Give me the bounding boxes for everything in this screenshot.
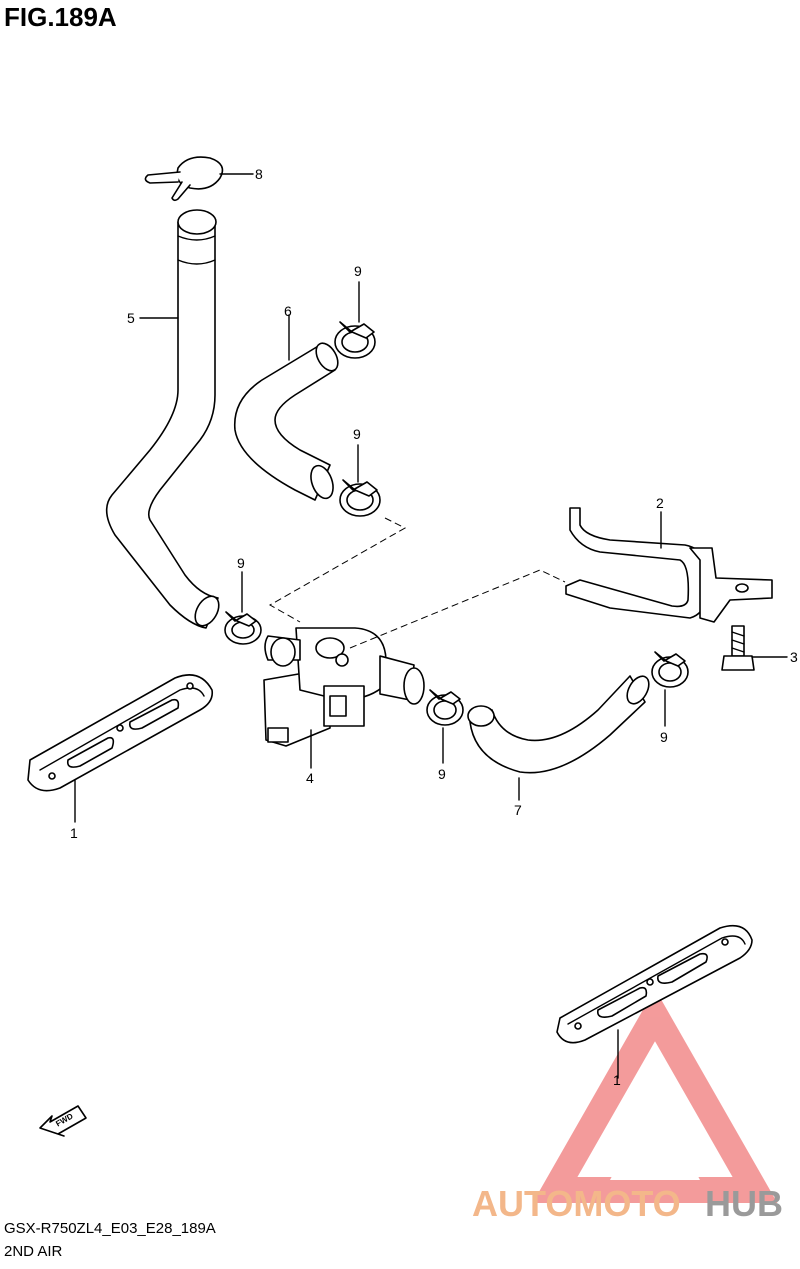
footer-section-name: 2ND AIR — [4, 1243, 63, 1260]
part-9-clamp-c — [224, 571, 262, 645]
part-9-clamp-e — [651, 651, 689, 727]
fwd-arrow-icon: FWD — [39, 1105, 87, 1137]
callout-part-1-top: 1 — [70, 825, 78, 841]
callout-part-2: 2 — [656, 495, 664, 511]
callout-part-3: 3 — [790, 649, 798, 665]
part-7-hose — [467, 675, 650, 801]
footer-model-code: GSX-R750ZL4_E03_E28_189A — [4, 1220, 216, 1237]
callout-part-9-b: 9 — [353, 426, 361, 442]
part-1-gasket-bottom — [556, 924, 753, 1079]
figure-title: FIG.189A — [4, 2, 117, 32]
callout-part-9-c: 9 — [237, 555, 245, 571]
callout-part-9-d: 9 — [438, 766, 446, 782]
watermark-logo — [532, 988, 778, 1203]
callout-part-9-a: 9 — [354, 263, 362, 279]
part-2-bracket — [565, 507, 773, 623]
watermark-word-orange: AUTOMOTO — [472, 1183, 681, 1224]
callout-part-4: 4 — [306, 770, 314, 786]
part-9-clamp-a — [334, 281, 376, 359]
callout-part-5: 5 — [127, 310, 135, 326]
part-5-hose — [105, 209, 220, 629]
part-3-bolt — [721, 625, 788, 671]
part-4-valve — [263, 627, 425, 769]
callout-part-7: 7 — [514, 802, 522, 818]
watermark-wordmark: AUTOMOTO HUB — [472, 1183, 783, 1224]
watermark-triangle — [532, 988, 778, 1203]
part-6-hose — [233, 314, 339, 501]
callout-part-6: 6 — [284, 303, 292, 319]
part-9-clamp-d — [426, 689, 464, 764]
callout-part-9-e: 9 — [660, 729, 668, 745]
watermark-word-gray: HUB — [705, 1183, 783, 1224]
part-9-clamp-b — [339, 444, 381, 517]
assembly-dashed-lines — [268, 517, 566, 649]
callout-part-8: 8 — [255, 166, 263, 182]
part-8-cap — [144, 156, 254, 202]
callout-part-1-bottom: 1 — [613, 1072, 621, 1088]
part-1-gasket-top — [27, 674, 214, 823]
